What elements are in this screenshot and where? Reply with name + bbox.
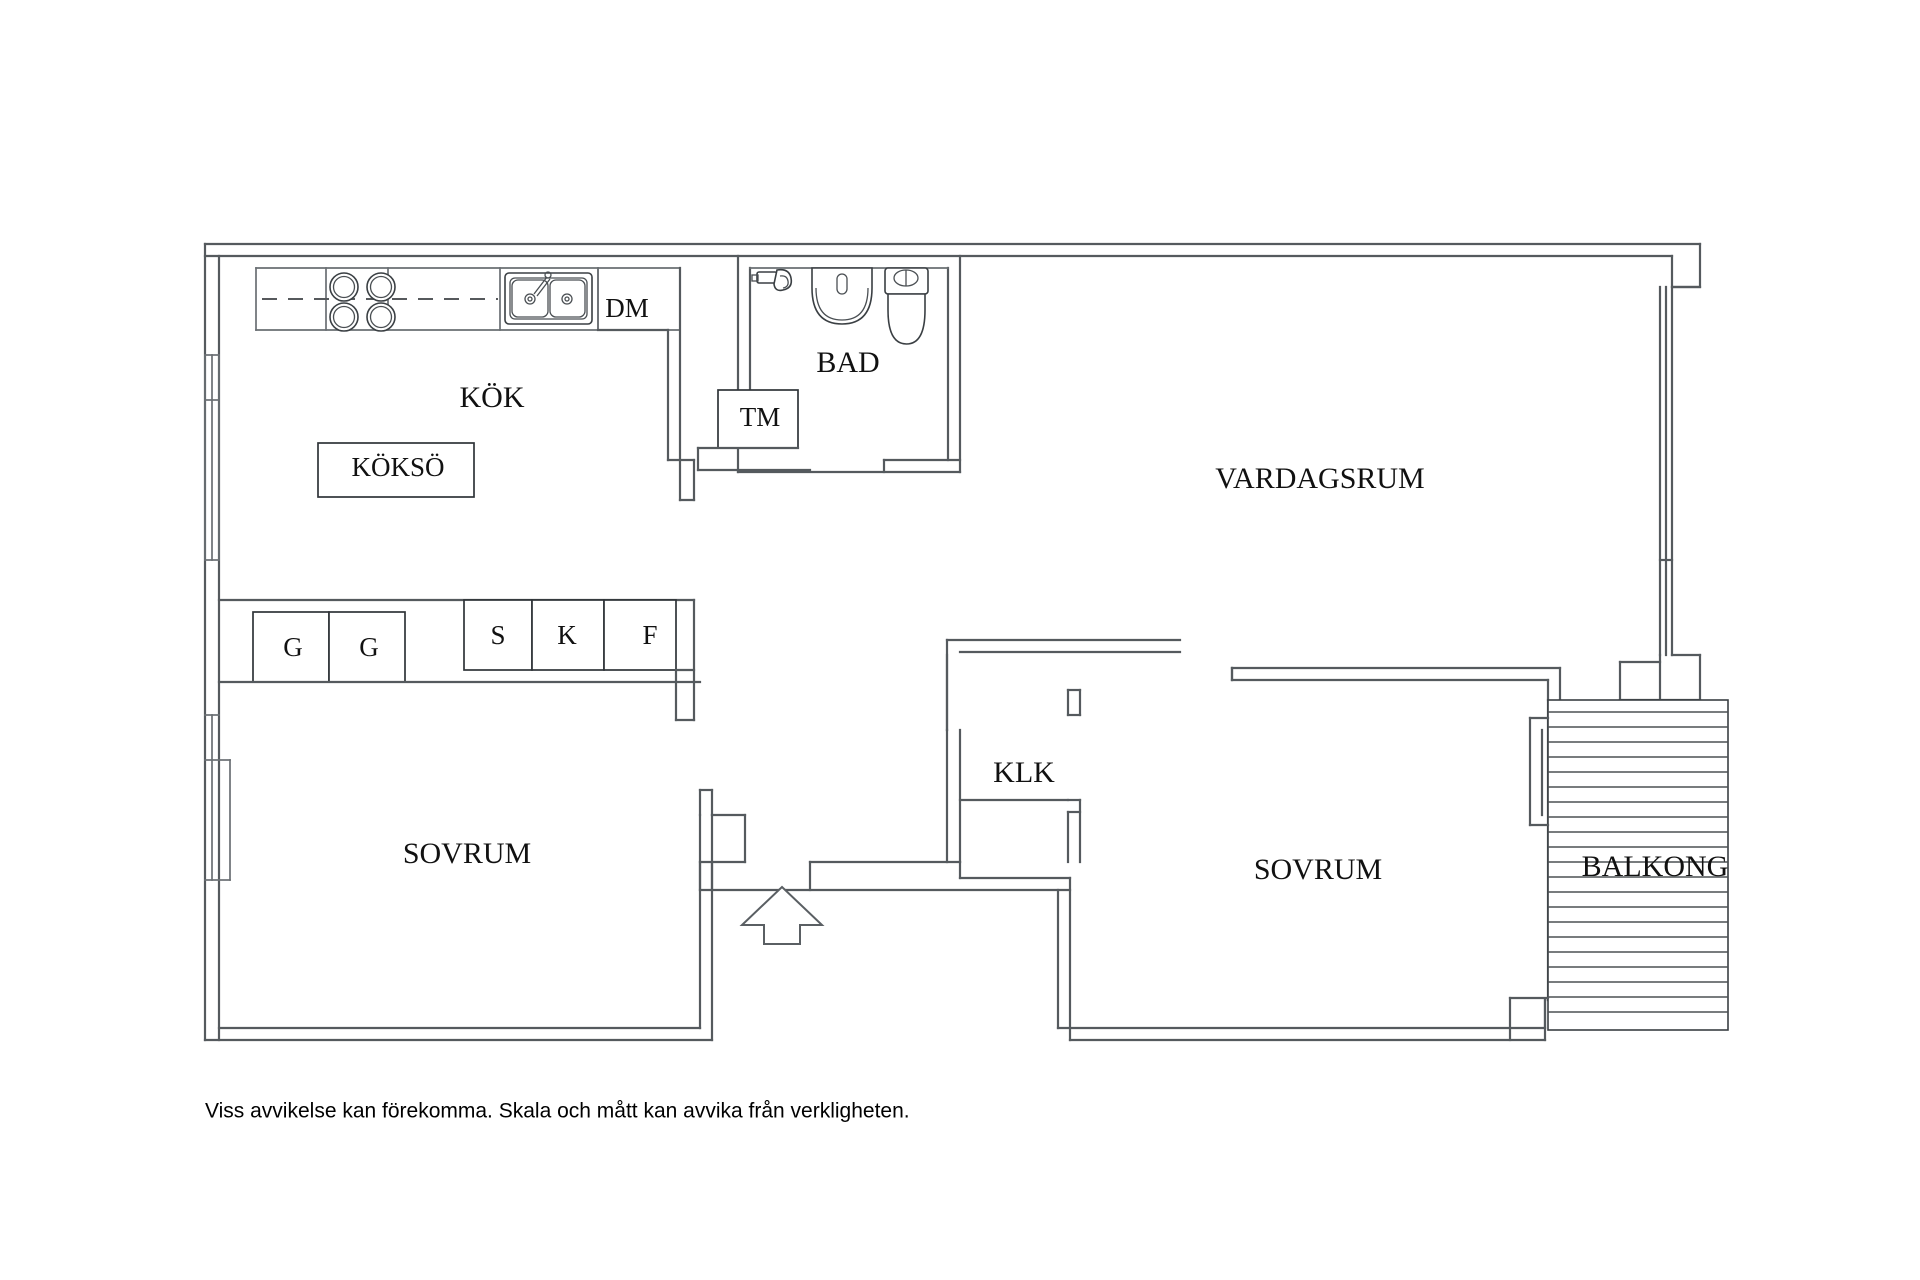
- cabinet-label-g1: G: [283, 632, 303, 662]
- room-label-kok: KÖK: [460, 381, 525, 414]
- sovrum-right-area: [1230, 666, 1562, 1002]
- cabinet-labels: G G S K F: [283, 620, 657, 662]
- room-labels: KÖK BAD VARDAGSRUM SOVRUM KLK SOVRUM BAL…: [403, 346, 1729, 886]
- room-label-vardagsrum: VARDAGSRUM: [1215, 462, 1425, 495]
- hallway-area: [698, 788, 1547, 1042]
- shower-mixer-icon: [751, 268, 793, 292]
- cabinet-label-g2: G: [359, 632, 379, 662]
- closet-f-box: [603, 599, 677, 671]
- room-label-balkong: BALKONG: [1582, 850, 1729, 883]
- washing-machine-box: [717, 389, 799, 449]
- stove-icon: [329, 272, 396, 332]
- closet-row: [217, 598, 702, 722]
- cabinet-label-f: F: [642, 620, 657, 650]
- balcony-area: [1508, 699, 1729, 1042]
- livingroom-area: [1230, 285, 1702, 720]
- toilet-icon: [884, 267, 929, 345]
- exterior-walls: [203, 242, 1702, 1042]
- room-label-sovrum-right: SOVRUM: [1254, 853, 1382, 886]
- disclaimer-caption: Viss avvikelse kan förekomma. Skala och …: [205, 1100, 910, 1123]
- bathroom-area: [696, 254, 962, 474]
- cabinet-label-k: K: [557, 620, 577, 650]
- appliance-label-dm: DM: [605, 293, 649, 323]
- room-label-sovrum-left: SOVRUM: [403, 837, 531, 870]
- kitchen-sink-icon: [504, 271, 593, 325]
- closet-k-box: [531, 599, 605, 671]
- appliance-label-kokso: KÖKSÖ: [351, 452, 444, 482]
- room-label-klk: KLK: [993, 756, 1055, 789]
- appliance-label-tm: TM: [740, 402, 781, 432]
- closet-g2-box: [328, 611, 406, 683]
- cabinet-label-s: S: [490, 620, 505, 650]
- appliance-labels: DM TM KÖKSÖ: [351, 293, 780, 482]
- washbasin-icon: [811, 267, 873, 325]
- entrance-arrow: [739, 885, 825, 945]
- room-label-bad: BAD: [816, 346, 879, 379]
- klk-area: [945, 638, 1182, 864]
- kitchen-island-box: [317, 442, 475, 498]
- window-group-left: [204, 354, 231, 881]
- kitchen-area: [255, 266, 696, 502]
